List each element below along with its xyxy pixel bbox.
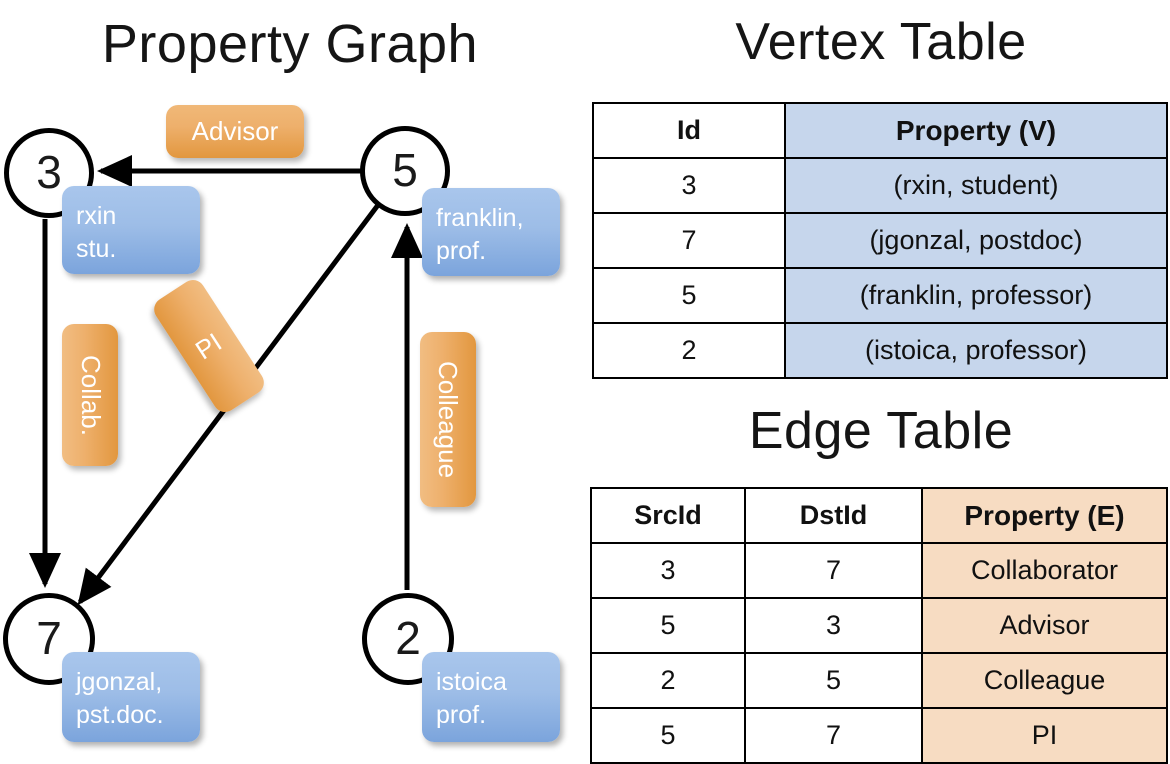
edge-label-text-advisor: Advisor [191,116,279,146]
vertex-table-header-id: Id [592,102,786,159]
edge-dstid-cell: 7 [744,542,923,599]
edge-label-text-collab: Collab. [75,354,106,436]
node-property-line: istoica [436,668,507,696]
node-property-line: rxin [76,202,117,230]
node-property-box-5: franklin, prof. [422,188,560,276]
node-property-line: franklin, [436,204,524,232]
node-property-box-2: istoica prof. [422,652,560,742]
vertex-id-cell: 2 [592,322,786,379]
edge-label-box-colleague: Colleague [420,332,476,507]
edge-table: SrcId DstId Property (E) 3 7 Collaborato… [590,487,1168,764]
vertex-property-cell: (rxin, student) [784,157,1168,214]
vertex-table-header-property: Property (V) [784,102,1168,159]
edge-table-header-dstid: DstId [744,487,923,544]
node-property-line: jgonzal, [76,668,163,696]
vertex-property-cell: (jgonzal, postdoc) [784,212,1168,269]
table-row: 5 (franklin, professor) [592,267,1168,324]
table-row: 2 (istoica, professor) [592,322,1168,379]
node-label-5: 5 [392,144,418,196]
vertex-table: Id Property (V) 3 (rxin, student) 7 (jgo… [592,102,1168,379]
edge-label-text-colleague: Colleague [433,360,464,479]
edge-property-cell: Collaborator [921,542,1168,599]
node-label-3: 3 [36,146,62,198]
table-row: 5 7 PI [590,707,1168,764]
node-property-box-3: rxin stu. [62,186,200,274]
edge-dstid-cell: 7 [744,707,923,764]
edge-table-header-row: SrcId DstId Property (E) [590,487,1168,544]
edge-property-cell: Colleague [921,652,1168,709]
vertex-table-header-row: Id Property (V) [592,102,1168,159]
vertex-id-cell: 3 [592,157,786,214]
edge-table-header-srcid: SrcId [590,487,746,544]
vertex-property-cell: (franklin, professor) [784,267,1168,324]
edge-property-cell: PI [921,707,1168,764]
edge-table-header-property: Property (E) [921,487,1168,544]
table-row: 3 7 Collaborator [590,542,1168,599]
edge-property-cell: Advisor [921,597,1168,654]
graph-node-2[interactable]: 2 [362,593,454,685]
node-property-line: stu. [76,235,117,263]
graph-node-5[interactable]: 5 [360,126,450,216]
edge-label-box-advisor: Advisor [166,105,304,158]
table-row: 3 (rxin, student) [592,157,1168,214]
node-property-line: prof. [436,701,487,729]
vertex-id-cell: 5 [592,267,786,324]
edge-label-box-collab: Collab. [62,324,118,466]
edge-label-text-pi: PI [190,326,228,365]
table-row: 7 (jgonzal, postdoc) [592,212,1168,269]
vertex-property-cell: (istoica, professor) [784,322,1168,379]
vertex-id-cell: 7 [592,212,786,269]
edge-dstid-cell: 3 [744,597,923,654]
node-property-line: prof. [436,237,487,265]
page-title-edge-table: Edge Table [748,402,1014,460]
edge-srcid-cell: 3 [590,542,746,599]
node-label-2: 2 [395,612,421,664]
edge-srcid-cell: 5 [590,707,746,764]
edge-dstid-cell: 5 [744,652,923,709]
page-title-vertex-table: Vertex Table [735,13,1027,71]
node-label-7: 7 [36,612,62,664]
property-graph-diagram: 3 5 7 2 rxin stu. franklin, prof. jgonza… [0,0,585,760]
table-row: 2 5 Colleague [590,652,1168,709]
node-property-line: pst.doc. [76,701,164,729]
edge-srcid-cell: 2 [590,652,746,709]
table-row: 5 3 Advisor [590,597,1168,654]
page-title-property-graph: Property Graph [101,14,479,74]
edge-srcid-cell: 5 [590,597,746,654]
node-property-box-7: jgonzal, pst.doc. [62,652,200,742]
